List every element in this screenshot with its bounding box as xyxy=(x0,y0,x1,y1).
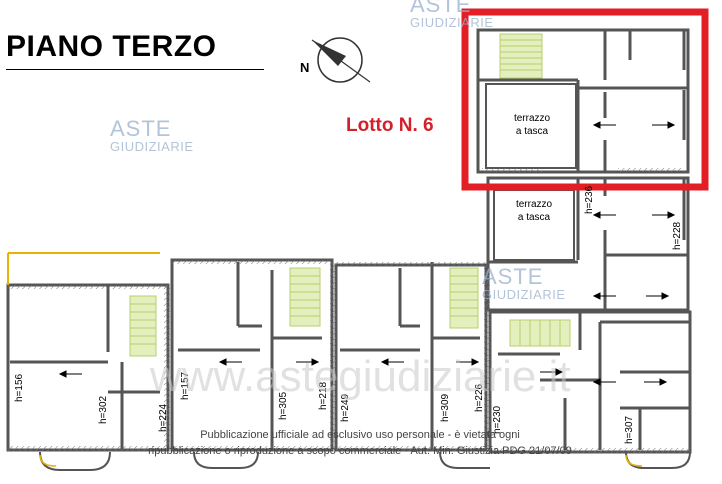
watermark-brand-sub: GIUDIZIARIE xyxy=(482,287,566,302)
height-label-156: h=156 xyxy=(14,373,25,402)
terrace-upper-line2: a tasca xyxy=(515,126,549,137)
watermark-brand-word: ASTE xyxy=(410,0,472,17)
hatch-upper-right xyxy=(618,168,684,172)
lot-label: Lotto N. 6 xyxy=(346,115,434,136)
height-label-228: h=228 xyxy=(672,221,683,250)
notice-line-1: Pubblicazione ufficiale ad esclusivo uso… xyxy=(200,429,520,441)
arrows-upper xyxy=(592,121,676,219)
page-title: PIANO TERZO xyxy=(6,30,217,63)
watermark-brand-sub: GIUDIZIARIE xyxy=(110,139,194,154)
watermark-brand-sub: GIUDIZIARIE xyxy=(410,15,494,30)
lot-highlight-frame xyxy=(461,8,709,191)
hatched-walls xyxy=(8,260,690,453)
height-label-236: h=236 xyxy=(584,185,595,214)
height-label-307: h=307 xyxy=(624,415,635,444)
title-underline xyxy=(6,69,264,70)
arrows-lower xyxy=(58,292,670,386)
terrace-upper-line1: terrazzo xyxy=(513,113,551,124)
terrace-lower-line1: terrazzo xyxy=(515,199,553,210)
stairs-upper xyxy=(499,33,543,79)
watermark-brand-middle: ASTE GIUDIZIARIE xyxy=(110,116,194,154)
height-label-302: h=302 xyxy=(98,395,109,424)
north-label: N xyxy=(300,60,310,75)
notice-line-2: ripubblicazione o riproduzione a scopo c… xyxy=(148,445,572,457)
watermark-brand-top-right: ASTE GIUDIZIARIE xyxy=(410,0,494,29)
hatch-upper xyxy=(482,168,542,172)
upper-block-walls xyxy=(476,28,690,174)
watermark-brand-word: ASTE xyxy=(110,116,172,141)
terrace-upper-label: terrazzo a tasca xyxy=(492,112,572,138)
terrace-lower-line2: a tasca xyxy=(517,212,551,223)
watermark-site: www.astegiudiziarie.it xyxy=(150,352,571,401)
watermark-brand-word: ASTE xyxy=(482,264,544,289)
watermark-brand-lower: ASTE GIUDIZIARIE xyxy=(482,264,566,302)
terrace-lower-label: terrazzo a tasca xyxy=(494,198,574,224)
north-compass xyxy=(311,37,371,83)
